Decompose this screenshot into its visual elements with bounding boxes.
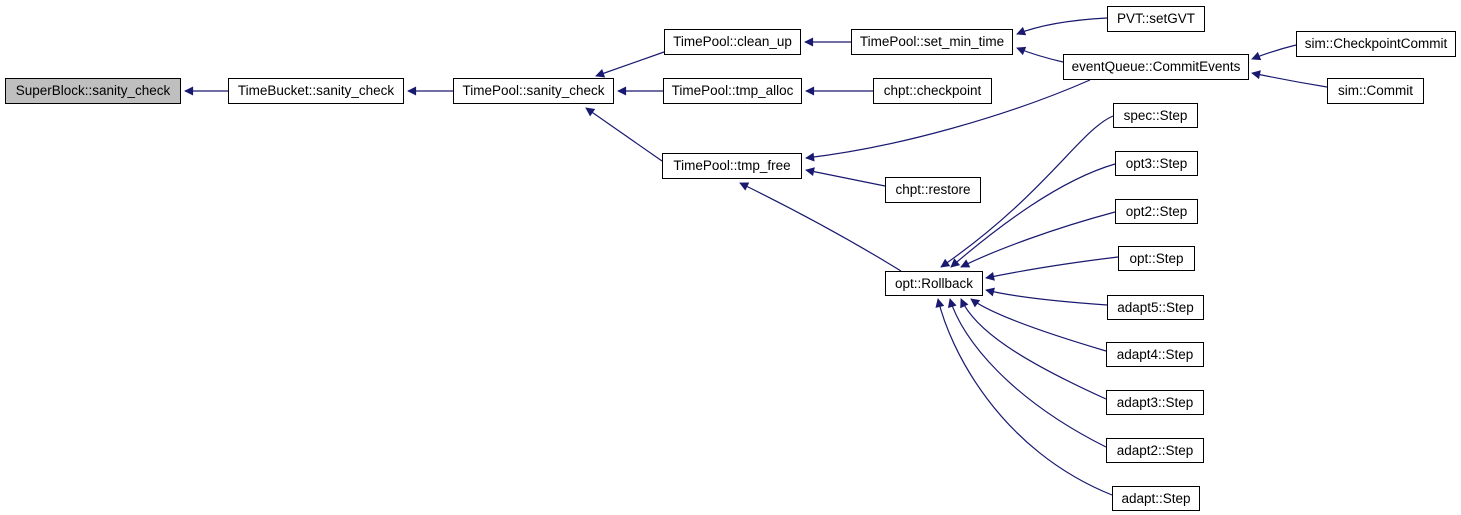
edge-timepool-clean-up-to-timepool-sanity-check [595, 51, 665, 78]
edge-adapt4-step-to-opt-rollback [970, 298, 1107, 352]
edge-pvt-setgvt-to-timepool-set-min-time [1016, 17, 1108, 36]
edge-opt2-step-to-opt-rollback [960, 211, 1116, 268]
edge-adapt2-step-to-opt-rollback [947, 298, 1107, 448]
edge-eventqueue-commitevents-to-timepool-tmp-free [805, 79, 1091, 162]
edge-sim-commit-to-eventqueue-commitevents [1251, 70, 1328, 88]
node-timebucket-sanity-check[interactable]: TimeBucket::sanity_check [228, 78, 404, 104]
node-opt3-step[interactable]: opt3::Step [1115, 151, 1198, 176]
node-spec-step[interactable]: spec::Step [1113, 103, 1198, 128]
edge-adapt5-step-to-opt-rollback [985, 287, 1108, 306]
node-adapt2-step[interactable]: adapt2::Step [1106, 438, 1204, 463]
node-chpt-restore[interactable]: chpt::restore [885, 177, 981, 203]
node-timepool-tmp-free[interactable]: TimePool::tmp_free [662, 153, 802, 179]
node-sim-commit[interactable]: sim::Commit [1327, 78, 1424, 104]
edge-timepool-tmp-free-to-timepool-sanity-check [585, 107, 663, 162]
node-pvt-setgvt[interactable]: PVT::setGVT [1107, 6, 1205, 32]
node-timepool-set-min-time[interactable]: TimePool::set_min_time [851, 29, 1013, 55]
node-timepool-sanity-check[interactable]: TimePool::sanity_check [453, 78, 614, 104]
edge-chpt-restore-to-timepool-tmp-free [805, 167, 886, 187]
node-adapt5-step[interactable]: adapt5::Step [1107, 295, 1204, 320]
node-timepool-clean-up[interactable]: TimePool::clean_up [664, 29, 801, 55]
node-opt2-step[interactable]: opt2::Step [1115, 199, 1198, 224]
edge-adapt-step-to-opt-rollback [935, 298, 1113, 496]
edge-opt-rollback-to-timepool-tmp-free [739, 182, 902, 272]
node-timepool-tmp-alloc[interactable]: TimePool::tmp_alloc [663, 78, 802, 104]
node-chpt-checkpoint[interactable]: chpt::checkpoint [873, 78, 992, 104]
edge-spec-step-to-opt-rollback [940, 115, 1114, 268]
node-sim-checkpointcommit[interactable]: sim::CheckpointCommit [1296, 31, 1456, 57]
edge-opt3-step-to-opt-rollback [950, 163, 1116, 268]
edge-adapt3-step-to-opt-rollback [960, 298, 1107, 400]
node-eventqueue-commitevents[interactable]: eventQueue::CommitEvents [1063, 54, 1249, 80]
node-opt-step[interactable]: opt::Step [1118, 246, 1195, 271]
edge-sim-checkpointcommit-to-eventqueue-commitevents [1251, 44, 1297, 61]
edge-eventqueue-commitevents-to-timepool-set-min-time [1016, 46, 1064, 63]
node-opt-rollback[interactable]: opt::Rollback [885, 271, 983, 296]
node-superblock-sanity-check: SuperBlock::sanity_check [5, 78, 181, 104]
edge-opt-step-to-opt-rollback [985, 256, 1119, 281]
node-adapt-step[interactable]: adapt::Step [1112, 486, 1200, 511]
node-adapt3-step[interactable]: adapt3::Step [1106, 390, 1204, 415]
node-adapt4-step[interactable]: adapt4::Step [1106, 342, 1204, 367]
